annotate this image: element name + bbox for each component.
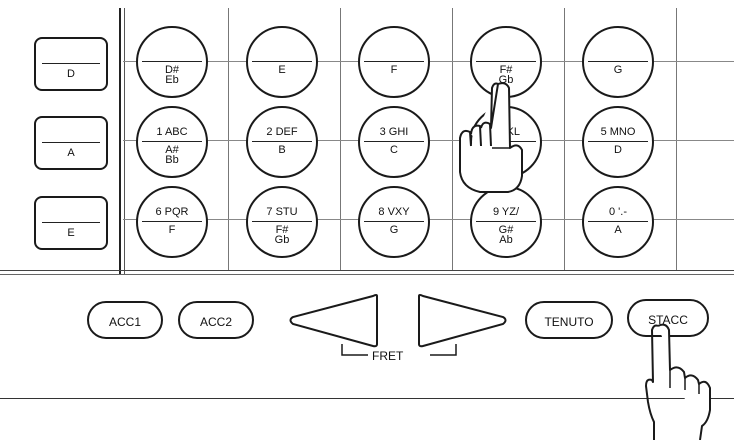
fret-key-e-1[interactable]: 6 PQR F (136, 186, 208, 258)
key-note-label: G (613, 64, 623, 76)
key-top-label: 9 YZ/ (492, 206, 520, 218)
fret-key-a-3[interactable]: 3 GHI C (358, 106, 430, 178)
key-divider (42, 142, 100, 143)
string-key-label: E (67, 227, 75, 239)
nut-line (119, 8, 125, 274)
acc1-button[interactable]: ACC1 (87, 301, 163, 339)
fret-down-button[interactable] (285, 292, 385, 352)
fret-key-d-2[interactable]: E (246, 26, 318, 98)
key-note-label: F# Gb (498, 64, 514, 86)
fret-line (676, 8, 677, 270)
key-note-label: C (390, 144, 398, 156)
key-divider (42, 222, 100, 223)
string-key-label: D (67, 68, 75, 80)
fret-key-a-5[interactable]: 5 MNO D (582, 106, 654, 178)
key-divider (364, 221, 424, 222)
key-divider (364, 61, 424, 62)
acc2-button[interactable]: ACC2 (178, 301, 254, 339)
fret-line (228, 8, 229, 270)
key-note-label: D# Eb (164, 64, 180, 86)
key-note-label: F (168, 224, 176, 236)
pointing-hand-icon (459, 82, 523, 193)
panel-edge (0, 270, 734, 271)
key-note-label: E (278, 64, 286, 76)
fret-key-d-3[interactable]: F (358, 26, 430, 98)
key-divider (252, 61, 312, 62)
key-divider (142, 221, 202, 222)
string-key-d[interactable]: D (34, 37, 108, 91)
fret-bracket (341, 344, 457, 356)
key-divider (142, 61, 202, 62)
fret-key-e-3[interactable]: 8 VXY G (358, 186, 430, 258)
key-top-label: 6 PQR (155, 206, 189, 218)
fret-key-d-5[interactable]: G (582, 26, 654, 98)
panel-edge (0, 274, 734, 275)
key-top-label: 5 MNO (600, 126, 636, 138)
key-divider (588, 141, 648, 142)
key-divider (476, 61, 536, 62)
key-note-label: F (390, 64, 398, 76)
key-divider (252, 221, 312, 222)
key-note-label: G (389, 224, 399, 236)
string-key-a[interactable]: A (34, 116, 108, 170)
key-divider (476, 221, 536, 222)
key-top-label: 8 VXY (378, 206, 410, 218)
fret-line (564, 8, 565, 270)
key-top-label: 1 ABC (156, 126, 188, 138)
key-note-label: A (614, 224, 622, 236)
key-note-label: D (614, 144, 622, 156)
string-key-label: A (67, 147, 75, 159)
panel-edge (0, 398, 734, 399)
key-divider (588, 61, 648, 62)
fret-key-e-4[interactable]: 9 YZ/ G# Ab (470, 186, 542, 258)
fret-key-a-2[interactable]: 2 DEF B (246, 106, 318, 178)
key-note-label: F# Gb (274, 224, 290, 246)
key-note-label: A# Bb (165, 144, 179, 166)
string-key-e[interactable]: E (34, 196, 108, 250)
key-top-label: 7 STU (266, 206, 298, 218)
fret-key-e-2[interactable]: 7 STU F# Gb (246, 186, 318, 258)
fret-key-d-1[interactable]: D# Eb (136, 26, 208, 98)
key-divider (142, 141, 202, 142)
key-top-label: 3 GHI (379, 126, 409, 138)
stacc-button[interactable]: STACC (627, 299, 709, 337)
key-top-label: 0 '.- (609, 206, 627, 218)
key-divider (252, 141, 312, 142)
key-divider (42, 63, 100, 64)
fret-key-e-5[interactable]: 0 '.- A (582, 186, 654, 258)
key-divider (364, 141, 424, 142)
fret-line (452, 8, 453, 270)
triangle-right-icon (418, 294, 507, 348)
pointing-hand-icon (645, 323, 711, 440)
key-note-label: G# Ab (498, 224, 514, 246)
fret-label: FRET (372, 349, 404, 363)
tenuto-button[interactable]: TENUTO (525, 301, 613, 339)
fret-key-a-1[interactable]: 1 ABC A# Bb (136, 106, 208, 178)
fret-up-button[interactable] (413, 292, 513, 352)
key-top-label: 2 DEF (266, 126, 298, 138)
key-note-label: B (278, 144, 286, 156)
fret-line (340, 8, 341, 270)
triangle-left-icon (289, 294, 378, 348)
key-divider (588, 221, 648, 222)
